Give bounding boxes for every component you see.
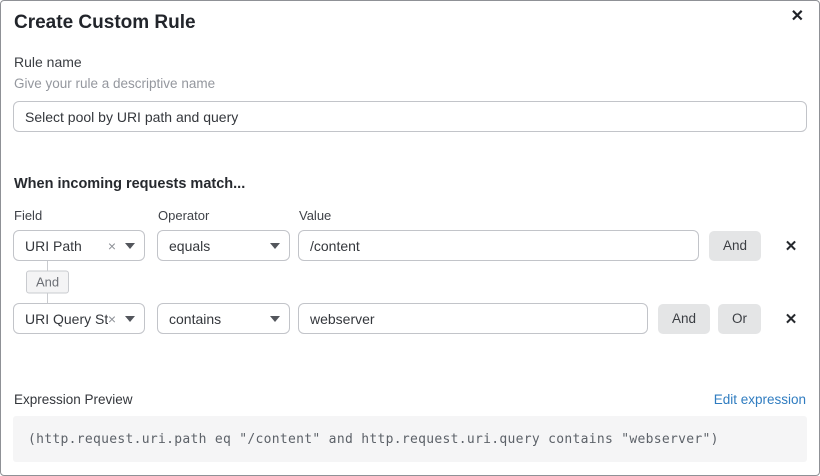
remove-row-icon[interactable]: ✕: [775, 237, 807, 255]
remove-row-icon[interactable]: ✕: [775, 310, 807, 328]
field-select-2[interactable]: URI Query St... ×: [13, 303, 145, 334]
value-column-header: Value: [299, 208, 332, 223]
value-input-1[interactable]: [298, 230, 699, 261]
operator-select-value: equals: [169, 237, 211, 254]
clear-icon[interactable]: ×: [107, 310, 116, 327]
condition-column-headers: Field Operator Value: [14, 208, 807, 224]
and-button-row-1[interactable]: And: [708, 230, 761, 261]
chevron-down-icon: [125, 242, 135, 249]
match-heading: When incoming requests match...: [14, 176, 246, 192]
value-input-2[interactable]: [298, 303, 648, 334]
dialog-title: Create Custom Rule: [14, 12, 196, 33]
select-icons: [270, 315, 280, 322]
field-select-1[interactable]: URI Path ×: [13, 230, 145, 261]
connector-and-badge[interactable]: And: [26, 270, 70, 294]
rule-name-input[interactable]: [13, 101, 807, 132]
expression-preview-header: Expression Preview Edit expression: [14, 391, 806, 408]
select-icons: ×: [108, 239, 135, 253]
chevron-down-icon: [270, 315, 280, 322]
condition-row-2: URI Query St... × contains And Or ✕: [13, 303, 807, 334]
operator-select-1[interactable]: equals: [157, 230, 290, 261]
chevron-down-icon: [125, 315, 135, 322]
and-button-row-2[interactable]: And: [657, 303, 710, 334]
chevron-down-icon: [270, 242, 280, 249]
operator-select-2[interactable]: contains: [157, 303, 290, 334]
condition-row-1: URI Path × equals And ✕: [13, 230, 807, 261]
close-icon[interactable]: ✕: [790, 8, 804, 25]
field-select-value: URI Query St...: [25, 310, 108, 327]
operator-select-value: contains: [169, 310, 222, 327]
edit-expression-link[interactable]: Edit expression: [713, 392, 806, 407]
expression-preview-code: (http.request.uri.path eq "/content" and…: [13, 416, 807, 462]
or-button-row-2[interactable]: Or: [718, 303, 761, 334]
rule-name-help: Give your rule a descriptive name: [14, 76, 216, 91]
operator-column-header: Operator: [158, 208, 210, 223]
select-icons: [270, 242, 280, 249]
field-column-header: Field: [14, 208, 43, 223]
condition-connector: And: [13, 261, 807, 303]
rule-name-label: Rule name: [14, 54, 82, 70]
field-select-value: URI Path: [25, 237, 82, 254]
clear-icon[interactable]: ×: [107, 237, 116, 254]
expression-preview-label: Expression Preview: [14, 392, 133, 407]
select-icons: ×: [108, 312, 135, 326]
